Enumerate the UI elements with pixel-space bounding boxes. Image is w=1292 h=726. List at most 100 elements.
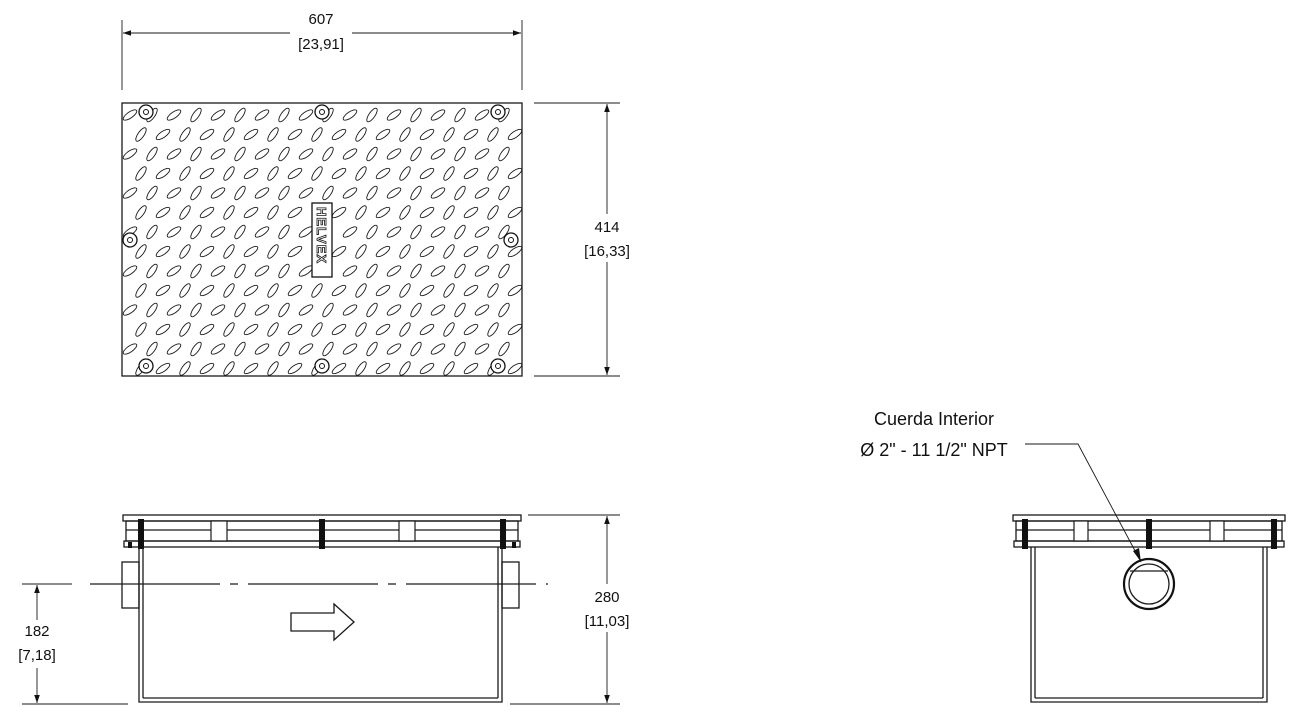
tread-lug <box>146 224 158 240</box>
cover-bolt-4 <box>122 232 138 248</box>
tread-lug <box>311 283 323 298</box>
tread-lug <box>210 109 226 121</box>
top-view: 607 [23,91] 414 [16,33] HELVEX <box>121 11 639 377</box>
tread-lug <box>410 146 422 162</box>
tread-lug <box>179 127 191 142</box>
tread-lug <box>155 323 171 336</box>
tread-lug <box>355 166 367 181</box>
tread-lug <box>375 167 391 180</box>
tread-lug <box>331 284 347 297</box>
tread-lug <box>234 107 246 123</box>
flow-direction-arrow-icon <box>290 602 355 642</box>
tread-lug <box>498 302 510 318</box>
tread-lug <box>223 361 235 376</box>
tread-lug <box>166 109 182 121</box>
tread-lug <box>287 128 303 141</box>
tread-lug <box>267 361 279 376</box>
tread-lug <box>399 166 411 181</box>
tread-lug <box>298 343 314 355</box>
tread-lug <box>278 185 290 201</box>
tread-lug <box>443 322 455 337</box>
tread-lug <box>410 341 422 357</box>
tread-lug <box>430 148 446 160</box>
tread-lug <box>342 304 358 316</box>
cover-bolt-2 <box>314 104 330 120</box>
tread-lug <box>386 265 402 277</box>
tread-lug <box>419 206 435 219</box>
tread-lug <box>190 185 202 201</box>
tread-lug <box>179 361 191 376</box>
tread-lug <box>355 361 367 376</box>
tread-lug <box>210 265 226 277</box>
tread-lug <box>507 362 523 375</box>
tread-lug <box>474 265 490 277</box>
tread-lug <box>243 206 259 219</box>
tread-lug <box>474 187 490 199</box>
width-in-label: [23,91] <box>298 36 344 53</box>
tread-lug <box>507 245 523 258</box>
tread-lug <box>410 224 422 240</box>
tread-lug <box>355 244 367 259</box>
tread-lug <box>155 362 171 375</box>
end-view: Cuerda Interior Ø 2" - 11 1/2" NPT <box>860 409 1286 703</box>
tread-lug <box>135 283 147 298</box>
tread-lug <box>223 127 235 142</box>
tread-lug <box>399 361 411 376</box>
tread-lug <box>135 322 147 337</box>
tread-lug <box>311 322 323 337</box>
tread-lug <box>298 187 314 199</box>
tread-lug <box>386 226 402 238</box>
tread-lug <box>386 187 402 199</box>
tread-lug <box>498 263 510 279</box>
side-bolt-1 <box>138 519 144 549</box>
side-frame-tab-1 <box>210 520 228 542</box>
tread-lug <box>463 245 479 258</box>
tread-lug <box>375 323 391 336</box>
tread-lug <box>254 304 270 316</box>
tread-lug <box>487 166 499 181</box>
tread-lug <box>454 341 466 357</box>
tread-lug <box>267 166 279 181</box>
tread-lug <box>166 226 182 238</box>
cover-bolt-3 <box>490 104 506 120</box>
tread-lug <box>419 245 435 258</box>
tread-lug <box>267 322 279 337</box>
tread-lug <box>234 185 246 201</box>
tread-lug <box>234 146 246 162</box>
tread-lug <box>342 226 358 238</box>
tread-lug <box>278 224 290 240</box>
tread-lug <box>234 341 246 357</box>
tread-lug <box>322 185 334 201</box>
tread-lug <box>199 362 215 375</box>
tread-lug <box>487 127 499 142</box>
tread-lug <box>443 205 455 220</box>
tread-lug <box>210 187 226 199</box>
tread-lug <box>487 322 499 337</box>
tread-lug <box>122 265 138 277</box>
tread-lug <box>199 206 215 219</box>
tread-lug <box>254 109 270 121</box>
tread-lug <box>366 185 378 201</box>
outlet-height-mm-label: 182 <box>24 623 49 640</box>
tread-lug <box>190 341 202 357</box>
tread-lug <box>498 224 510 240</box>
tread-lug <box>487 283 499 298</box>
tread-lug <box>375 245 391 258</box>
tread-lug <box>507 284 523 297</box>
inlet-nozzle <box>121 561 140 609</box>
tread-lug <box>454 185 466 201</box>
tread-lug <box>254 226 270 238</box>
tread-lug <box>254 148 270 160</box>
tread-lug <box>322 302 334 318</box>
tread-lug <box>342 148 358 160</box>
height-mm-label: 280 <box>594 589 619 606</box>
tread-lug <box>498 146 510 162</box>
tread-lug <box>474 304 490 316</box>
tread-lug <box>135 127 147 142</box>
tread-lug <box>254 265 270 277</box>
tread-lug <box>278 146 290 162</box>
tread-lug <box>287 245 303 258</box>
tread-lug <box>190 224 202 240</box>
tread-lug <box>287 323 303 336</box>
tread-lug <box>399 205 411 220</box>
